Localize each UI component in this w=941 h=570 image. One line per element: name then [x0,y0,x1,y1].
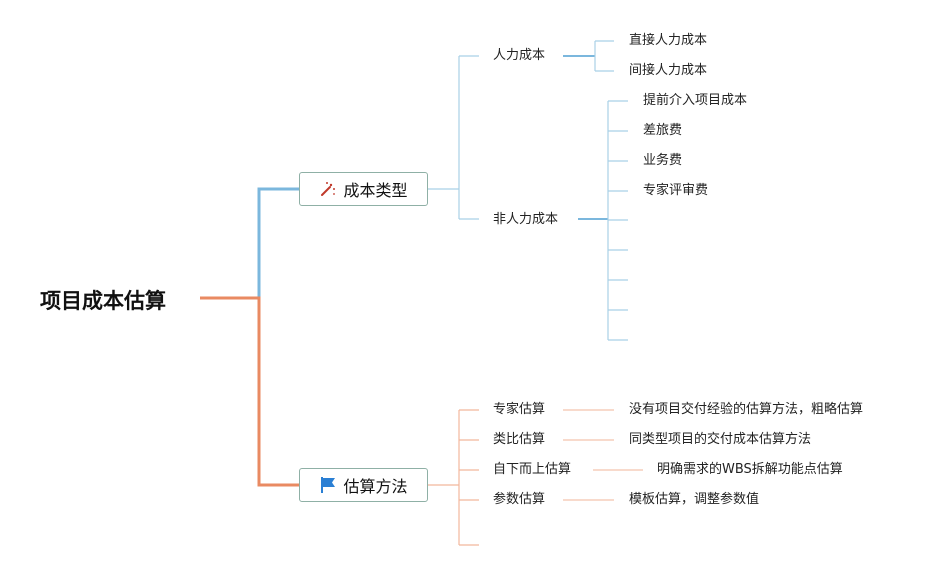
leaf-bottom-up-estimation-desc[interactable]: 明确需求的WBS拆解功能点估算 [657,462,843,477]
estimation-method-connectors [428,409,479,546]
topic-cost-type[interactable]: 成本类型 [299,172,428,206]
root-connectors [200,187,299,487]
topic-label: 估算方法 [343,477,408,496]
leaf-indirect-labor-cost[interactable]: 间接人力成本 [629,63,708,78]
subtopic-bottom-up-estimation[interactable]: 自下而上估算 [493,462,572,477]
root-topic[interactable]: 项目成本估算 [40,289,166,313]
subtopic-parametric-estimation[interactable]: 参数估算 [493,492,546,507]
labor-cost-connectors [563,40,614,72]
subtopic-expert-estimation[interactable]: 专家估算 [493,402,546,417]
cost-type-connectors [428,55,479,220]
leaf-expert-review-fee[interactable]: 专家评审费 [643,183,709,198]
flag-icon [321,477,336,493]
leaf-parametric-estimation-desc[interactable]: 模板估算，调整参数值 [629,492,760,507]
non-labor-cost-connectors [578,100,628,341]
subtopic-non-labor-cost[interactable]: 非人力成本 [493,212,559,227]
topic-estimation-method[interactable]: 估算方法 [299,468,428,502]
leaf-analogous-estimation-desc[interactable]: 同类型项目的交付成本估算方法 [629,432,812,447]
leaf-direct-labor-cost[interactable]: 直接人力成本 [629,33,708,48]
subtopic-analogous-estimation[interactable]: 类比估算 [493,432,546,447]
leaf-early-involvement-cost[interactable]: 提前介入项目成本 [643,93,748,108]
leaf-business-expense[interactable]: 业务费 [643,153,683,168]
subtopic-labor-cost[interactable]: 人力成本 [493,48,546,63]
topic-label: 成本类型 [343,181,408,200]
magic-wand-icon [321,182,336,196]
leaf-expert-estimation-desc[interactable]: 没有项目交付经验的估算方法，粗略估算 [629,402,864,417]
estimation-leaf-connectors [563,409,643,501]
leaf-travel-expense[interactable]: 差旅费 [643,123,683,138]
